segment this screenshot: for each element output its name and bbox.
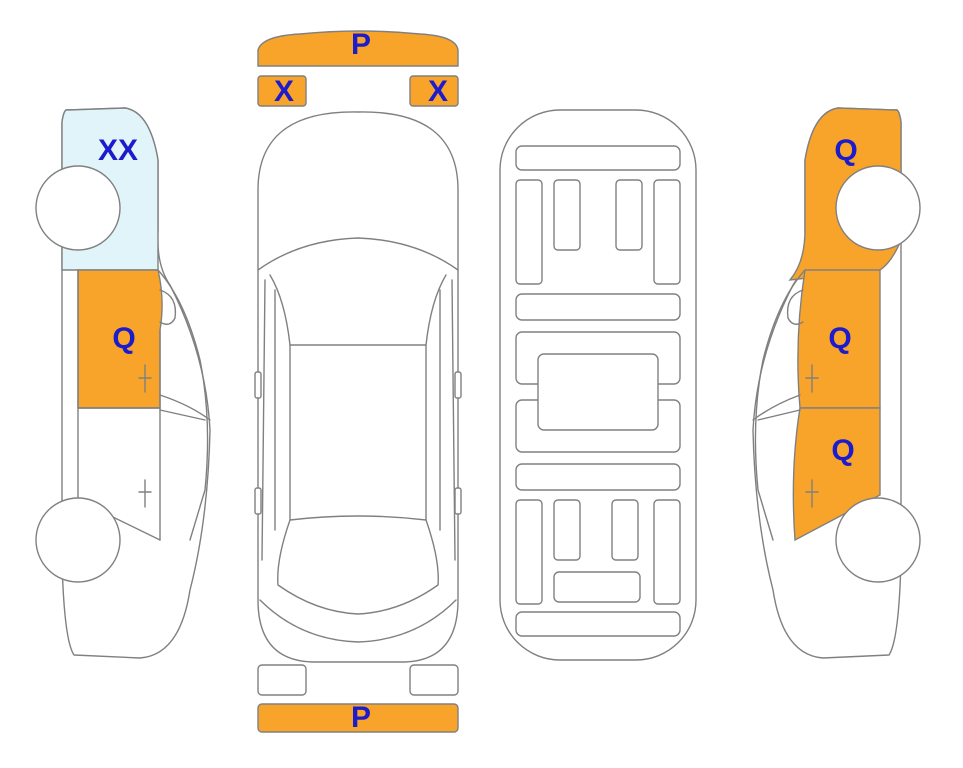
rear-bumper-panel[interactable] — [257, 703, 459, 733]
front-left-headlight-label: X — [274, 75, 294, 108]
left-rear-wheel-icon — [35, 165, 121, 251]
front-left-headlight-panel[interactable] — [257, 75, 307, 107]
rear-left-taillight[interactable] — [257, 664, 307, 696]
right-rear-quarter-label: Q — [834, 134, 857, 167]
right-side-view: Q Q Q — [752, 107, 921, 659]
underside-view — [499, 109, 697, 661]
left-side-view: XX Q — [35, 107, 211, 659]
front-right-headlight-label: X — [428, 75, 448, 108]
rear-right-taillight[interactable] — [409, 664, 459, 696]
left-rear-quarter-label: XX — [98, 134, 138, 167]
right-front-door-handle-icon — [805, 479, 819, 508]
left-front-door-handle-icon — [138, 479, 152, 508]
right-rear-door-handle-icon — [805, 364, 819, 393]
left-rear-door-label: Q — [112, 322, 135, 355]
left-rear-door-handle-icon — [138, 364, 152, 393]
top-view: P X X P — [254, 28, 462, 734]
rear-bumper-label: P — [351, 701, 371, 734]
right-front-door-panel[interactable] — [792, 407, 881, 542]
left-front-wheel-icon — [35, 497, 121, 583]
front-bumper-label: P — [351, 28, 371, 61]
top-view-body — [257, 111, 459, 663]
right-front-door-label: Q — [831, 434, 854, 467]
right-rear-wheel-icon — [835, 165, 921, 251]
right-front-wheel-icon — [835, 497, 921, 583]
front-bumper-panel[interactable] — [257, 30, 459, 67]
front-right-headlight-panel[interactable] — [409, 75, 459, 107]
right-rear-door-label: Q — [828, 322, 851, 355]
